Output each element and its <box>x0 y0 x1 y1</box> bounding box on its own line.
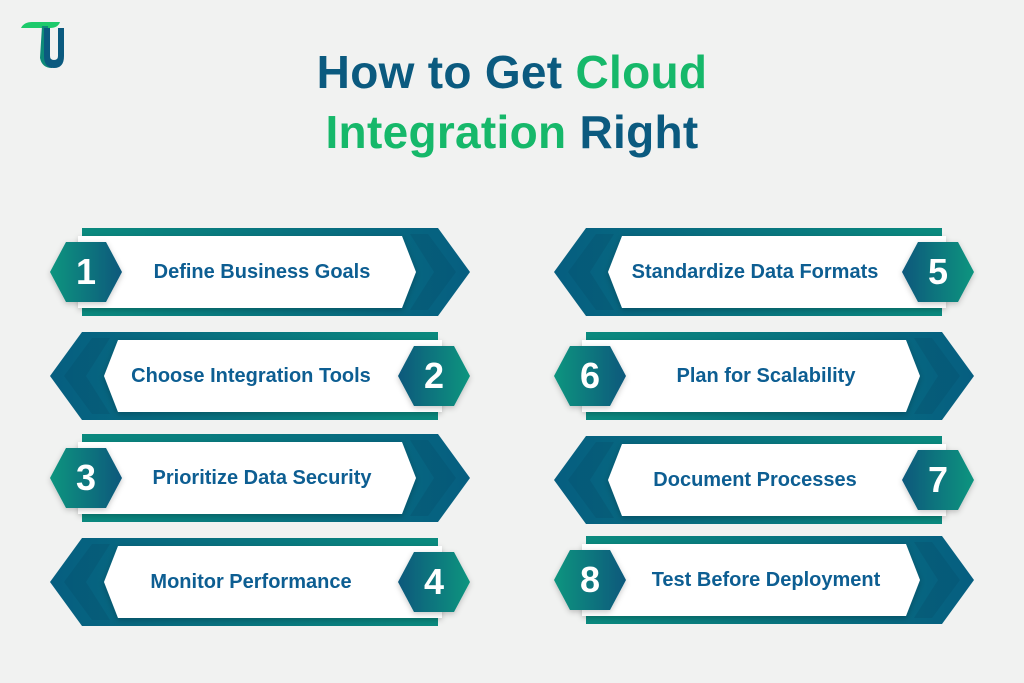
step-number: 6 <box>579 355 601 396</box>
title-line1-dark: How to Get <box>316 46 576 98</box>
step-3: 3 Prioritize Data Security <box>50 432 470 524</box>
step-label: Document Processes <box>653 468 857 491</box>
step-5: Standardize Data Formats 5 <box>554 226 974 318</box>
brand-logo <box>18 18 66 70</box>
step-2: Choose Integration Tools 2 <box>50 330 470 422</box>
step-number: 8 <box>579 559 601 600</box>
step-6: 6 Plan for Scalability <box>554 330 974 422</box>
step-1: 1 Define Business Goals <box>50 226 470 318</box>
step-label: Test Before Deployment <box>651 568 881 591</box>
step-label: Define Business Goals <box>153 260 371 283</box>
right-arrow-banner-icon <box>554 536 974 624</box>
step-number: 5 <box>927 251 949 292</box>
left-arrow-banner-icon <box>554 228 974 316</box>
right-arrow-banner-icon <box>50 434 470 522</box>
step-8: 8 Test Before Deployment <box>554 534 974 626</box>
left-arrow-banner-icon <box>554 436 974 524</box>
step-7: Document Processes 7 <box>554 434 974 526</box>
step-label: Monitor Performance <box>150 570 352 593</box>
step-label: Plan for Scalability <box>676 364 856 387</box>
title-line1-green: Cloud <box>575 46 708 98</box>
logo-icon <box>21 22 64 68</box>
step-4: Monitor Performance 4 <box>50 536 470 628</box>
step-number: 4 <box>423 561 445 602</box>
right-arrow-banner-icon <box>50 228 470 316</box>
step-number: 2 <box>423 355 445 396</box>
right-arrow-banner-icon <box>554 332 974 420</box>
page-title: How to Get Cloud Integration Right <box>0 42 1024 162</box>
step-number: 7 <box>927 459 949 500</box>
step-label: Standardize Data Formats <box>631 260 879 283</box>
step-label: Choose Integration Tools <box>131 364 371 387</box>
left-arrow-banner-icon <box>50 332 470 420</box>
step-label: Prioritize Data Security <box>152 466 372 489</box>
step-number: 1 <box>75 251 97 292</box>
step-number: 3 <box>75 457 97 498</box>
title-line2-dark: Right <box>579 106 699 158</box>
title-line2-green: Integration <box>325 106 580 158</box>
left-arrow-banner-icon <box>50 538 470 626</box>
